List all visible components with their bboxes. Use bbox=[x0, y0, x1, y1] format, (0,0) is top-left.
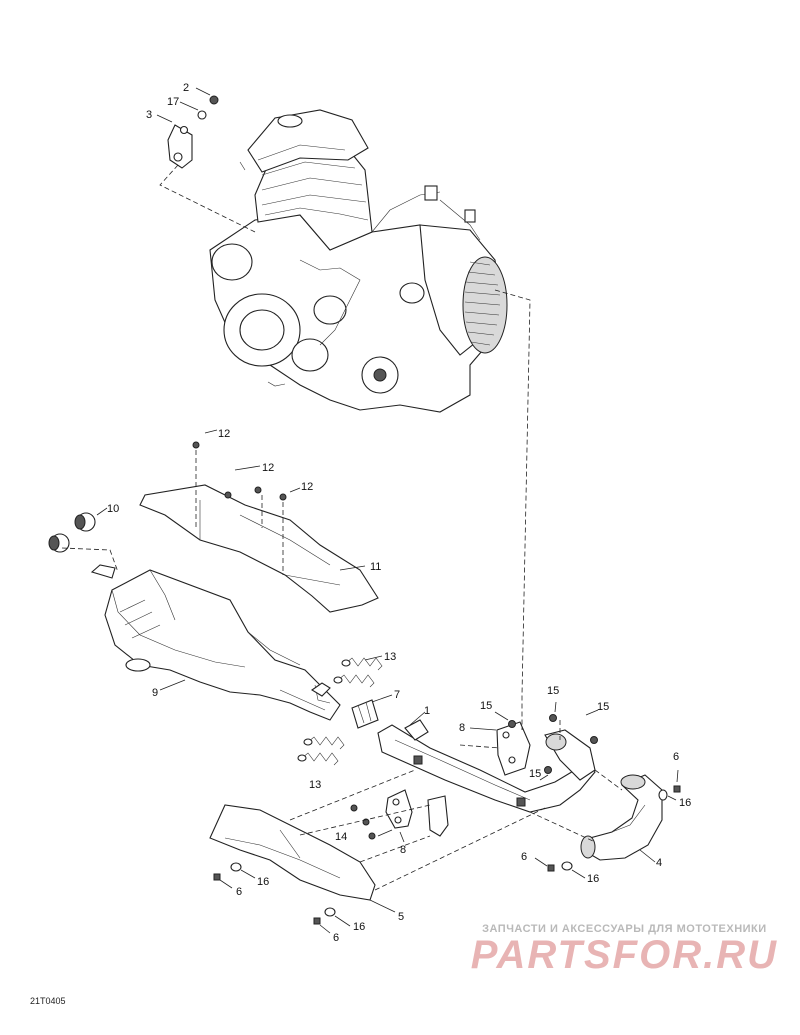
exhaust-pipe-part-1 bbox=[377, 711, 596, 813]
callout-13-bottom: 13 bbox=[309, 779, 321, 791]
fasteners-part-6-16 bbox=[213, 769, 681, 934]
bracket-part-8-upper bbox=[469, 701, 599, 781]
callout-2: 2 bbox=[183, 82, 189, 94]
callout-9: 9 bbox=[152, 687, 158, 699]
callout-7: 7 bbox=[394, 689, 400, 701]
callout-6-lower: 6 bbox=[333, 932, 339, 944]
callout-6-bottom: 6 bbox=[521, 851, 527, 863]
callout-16-shield: 16 bbox=[257, 876, 269, 888]
callout-17: 17 bbox=[167, 96, 179, 108]
engine-assembly bbox=[209, 109, 508, 413]
watermark-tagline: ЗАПЧАСТИ И АКСЕССУАРЫ ДЛЯ МОТОТЕХНИКИ bbox=[482, 923, 767, 935]
heat-shield-part-5 bbox=[209, 804, 396, 913]
callout-11: 11 bbox=[370, 561, 381, 573]
engine-bracket-part-3 bbox=[156, 87, 256, 233]
callout-15-top: 15 bbox=[547, 685, 559, 697]
rubber-grommets-part-10 bbox=[48, 507, 108, 553]
callout-5: 5 bbox=[398, 911, 404, 923]
callout-16-elbow: 16 bbox=[679, 797, 691, 809]
callout-3: 3 bbox=[146, 109, 152, 121]
callout-15-right: 15 bbox=[597, 701, 609, 713]
exhaust-seal-part-7 bbox=[351, 694, 393, 729]
callout-12-top: 12 bbox=[218, 428, 230, 440]
callout-4: 4 bbox=[656, 857, 662, 869]
callout-8-upper: 8 bbox=[459, 722, 465, 734]
callout-16-bottom: 16 bbox=[587, 873, 599, 885]
callout-labels: 2 17 3 12 12 12 10 11 13 9 7 1 15 8 15 1… bbox=[107, 82, 691, 944]
callout-6-shield: 6 bbox=[236, 886, 242, 898]
bracket-part-8-lower bbox=[350, 789, 449, 843]
callout-15-bottom: 15 bbox=[529, 768, 541, 780]
callout-1: 1 bbox=[424, 705, 430, 717]
callout-12-middle: 12 bbox=[262, 462, 274, 474]
callout-8-lower: 8 bbox=[400, 844, 406, 856]
muffler-part-9 bbox=[61, 547, 341, 721]
callout-12-right: 12 bbox=[301, 481, 313, 493]
callout-6-elbow: 6 bbox=[673, 751, 679, 763]
watermark-logo: PARTSFOR.RU bbox=[470, 933, 778, 977]
exhaust-springs-part-13 bbox=[297, 655, 383, 766]
callout-16-lower: 16 bbox=[353, 921, 365, 933]
watermark: ЗАПЧАСТИ И АКСЕССУАРЫ ДЛЯ МОТОТЕХНИКИ PA… bbox=[471, 923, 778, 975]
heat-shield-part-11 bbox=[139, 429, 379, 613]
leader-lines bbox=[289, 289, 623, 891]
exhaust-elbow-part-4 bbox=[580, 774, 663, 863]
callout-15-left: 15 bbox=[480, 700, 492, 712]
callout-10: 10 bbox=[107, 503, 119, 515]
callout-13-top: 13 bbox=[384, 651, 396, 663]
callout-14: 14 bbox=[335, 831, 347, 843]
figure-code: 21Т0405 bbox=[30, 996, 66, 1006]
